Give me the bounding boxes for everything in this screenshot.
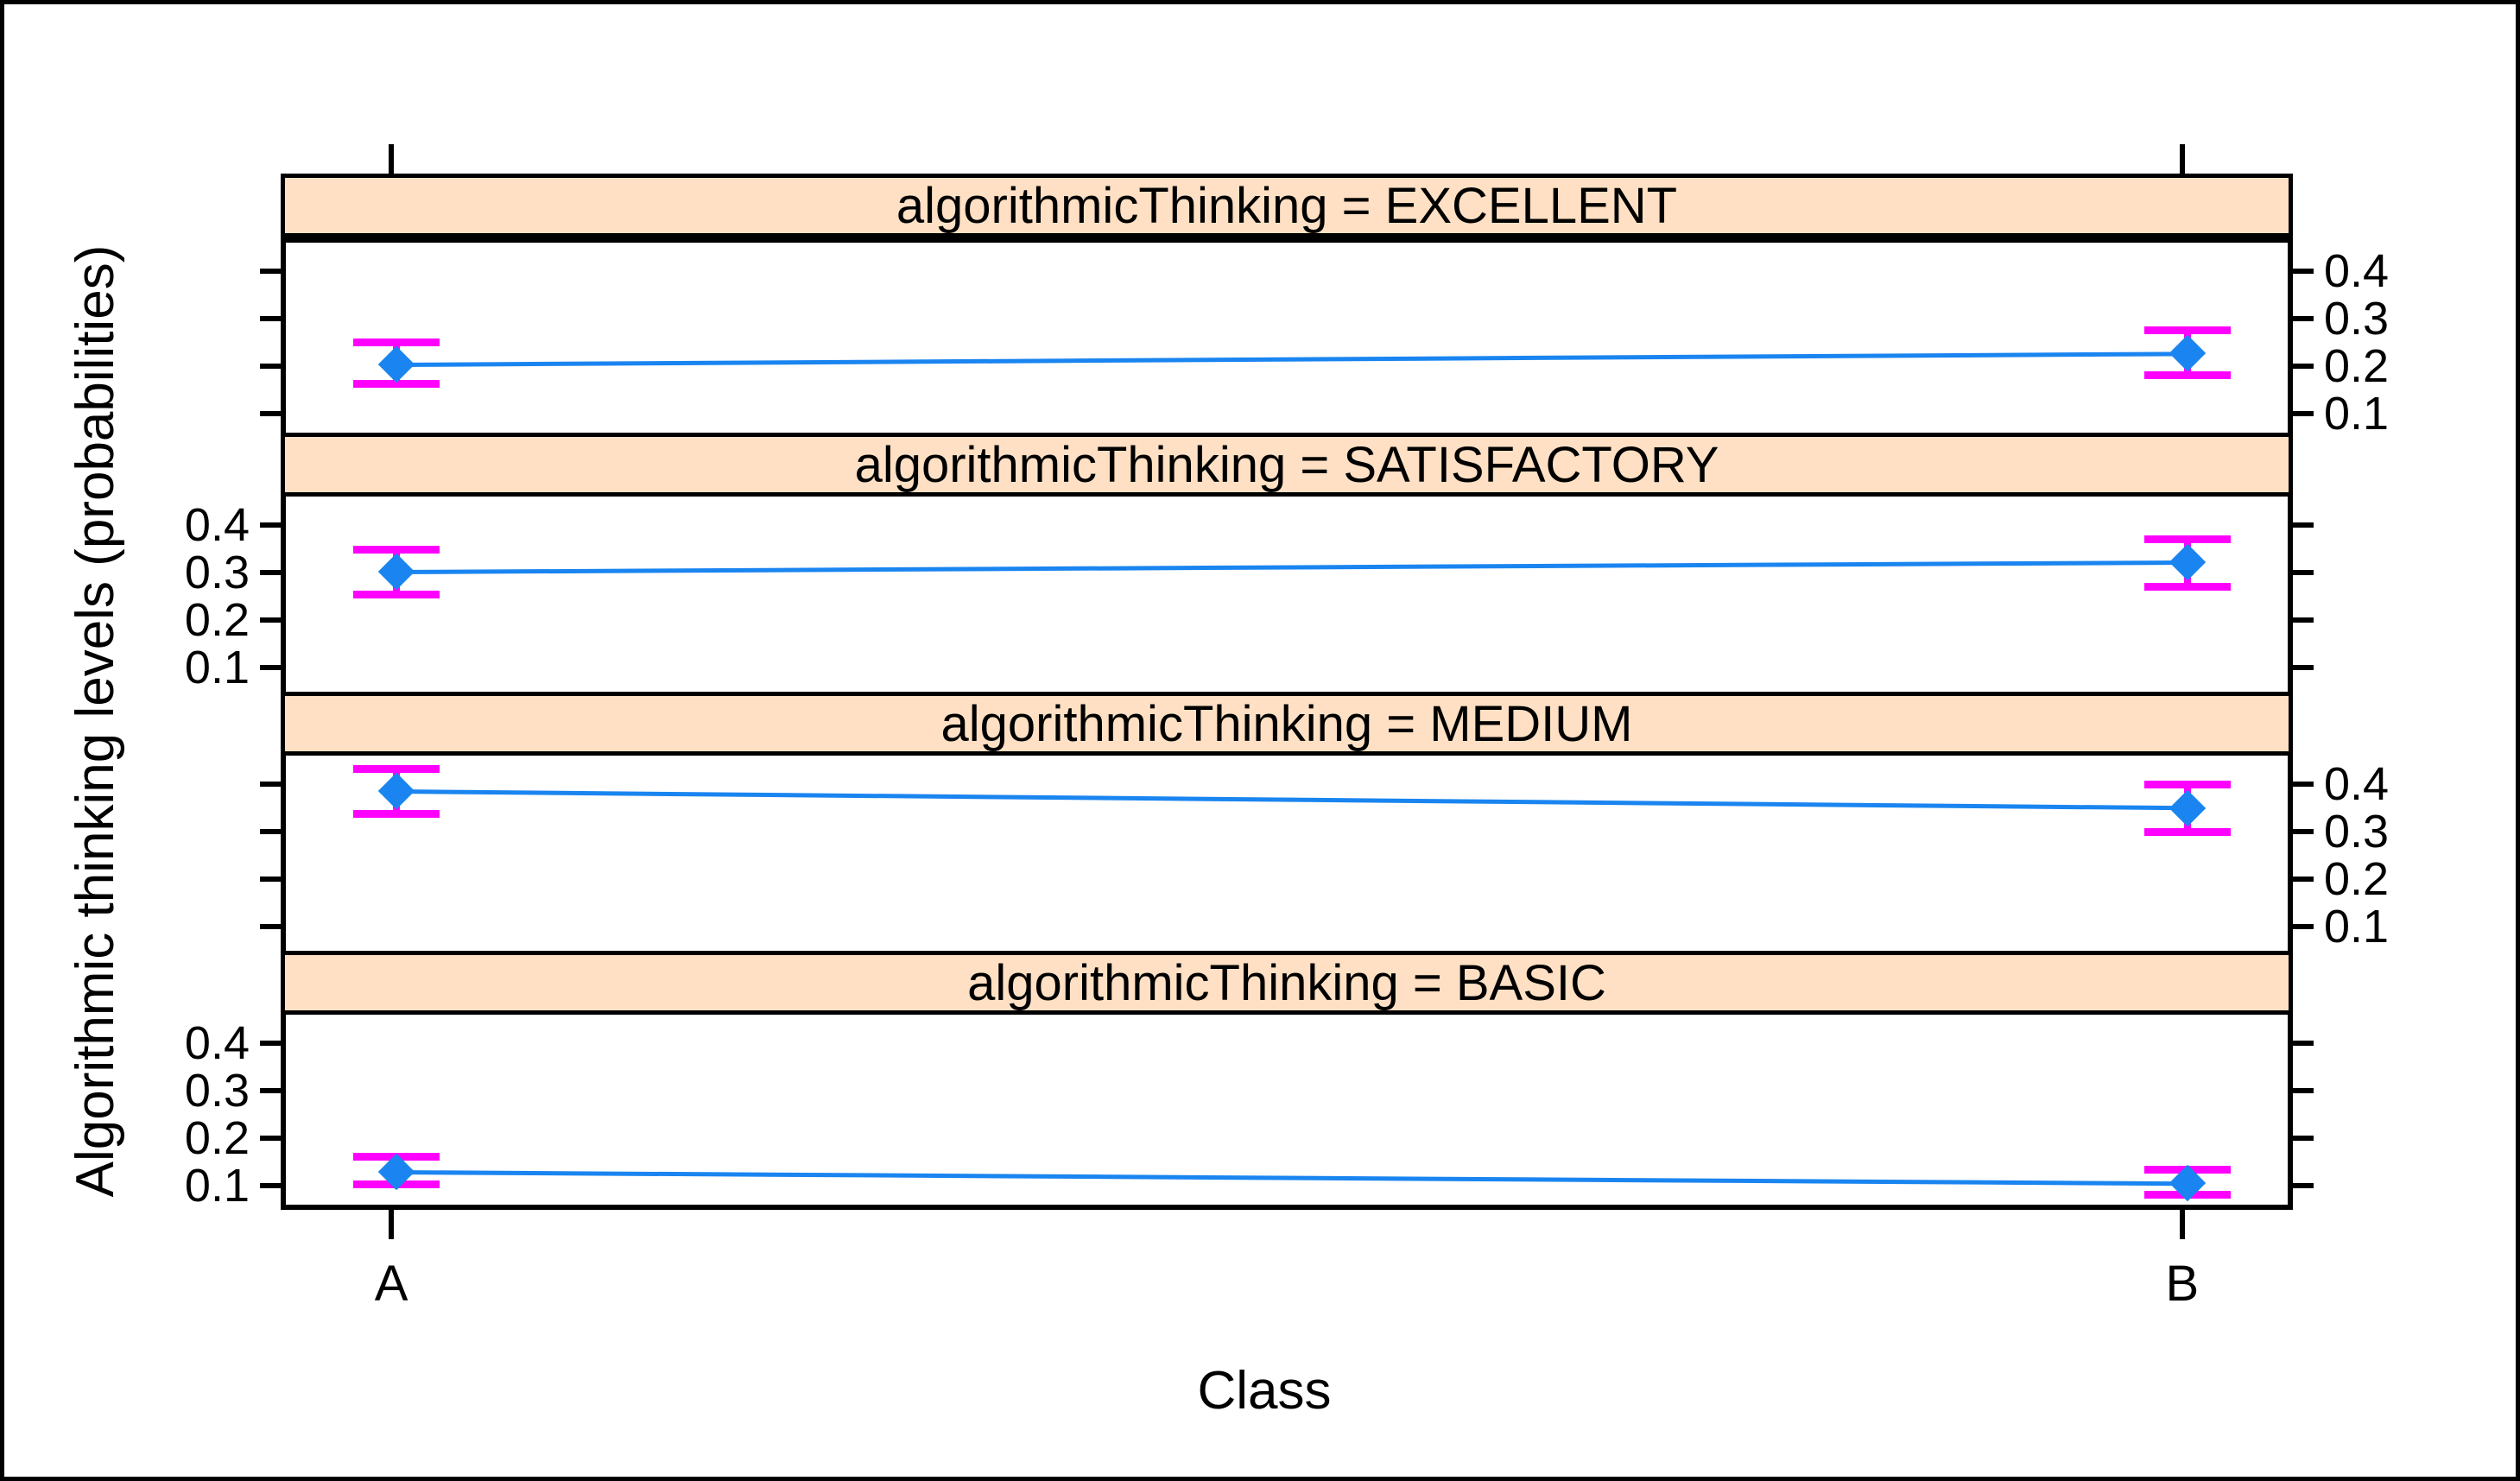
y-tick-right (2288, 522, 2314, 528)
x-axis-title: Class (1197, 1361, 1332, 1421)
x-tick-top-a (389, 144, 395, 174)
y-tick-left (260, 782, 286, 788)
panel-strip-label: algorithmicThinking = SATISFACTORY (854, 436, 1719, 493)
y-tick-label: 0.1 (184, 642, 250, 694)
panel-strip-basic: algorithmicThinking = BASIC (281, 951, 2293, 1015)
y-tick-left (260, 1183, 286, 1189)
error-bar-cap-lower (353, 810, 440, 819)
error-bar-cap-lower (353, 591, 440, 598)
panel-strip-label: algorithmicThinking = EXCELLENT (896, 177, 1678, 234)
error-bar-cap-lower (2143, 828, 2231, 837)
x-tick-top-b (2179, 144, 2185, 174)
error-bar-cap-upper (2143, 535, 2231, 543)
y-tick-left (260, 1136, 286, 1142)
data-point-b (2169, 543, 2207, 581)
y-tick-right (2288, 782, 2314, 788)
panel-strip-excellent: algorithmicThinking = EXCELLENT (281, 174, 2293, 237)
x-tick-label-b: B (2165, 1256, 2200, 1312)
y-tick-right (2288, 411, 2314, 417)
y-tick-right (2288, 364, 2314, 370)
series-line (396, 560, 2188, 575)
y-tick-right (2288, 570, 2314, 576)
y-tick-label: 0.3 (2324, 293, 2390, 345)
y-tick-right (2288, 1183, 2314, 1189)
x-tick-b (2179, 1210, 2185, 1239)
y-tick-label: 0.4 (184, 499, 250, 552)
panel-strip-label: algorithmicThinking = MEDIUM (940, 695, 1633, 752)
y-tick-right (2288, 269, 2314, 275)
series-line (396, 789, 2188, 811)
y-tick-left (260, 364, 286, 370)
y-tick-right (2288, 1041, 2314, 1047)
y-tick-left (260, 269, 286, 275)
y-tick-left (260, 924, 286, 930)
y-tick-right (2288, 829, 2314, 835)
y-tick-label: 0.4 (184, 1017, 250, 1070)
y-tick-label: 0.2 (184, 594, 250, 647)
data-point-b (2169, 334, 2207, 372)
error-bar-cap-lower (2143, 370, 2231, 379)
data-point-a (377, 345, 415, 383)
error-bar-cap-upper (2143, 781, 2231, 789)
y-tick-left (260, 617, 286, 623)
series-line (396, 1169, 2188, 1187)
panel-strip-medium: algorithmicThinking = MEDIUM (281, 692, 2293, 756)
panel-strip-satisfactory: algorithmicThinking = SATISFACTORY (281, 433, 2293, 497)
y-axis-title: Algorithmic thinking levels (probabiliti… (66, 244, 125, 1198)
y-tick-left (260, 1041, 286, 1047)
error-bar-cap-upper (353, 545, 440, 554)
y-tick-left (260, 1088, 286, 1094)
y-tick-left (260, 877, 286, 883)
y-tick-right (2288, 617, 2314, 623)
y-tick-label: 0.1 (184, 1160, 250, 1212)
series-line (396, 351, 2188, 367)
y-tick-right (2288, 316, 2314, 322)
error-bar-cap-upper (353, 765, 440, 774)
y-tick-right (2288, 665, 2314, 671)
y-tick-left (260, 316, 286, 322)
data-point-a (377, 553, 415, 591)
x-tick-label-a: A (374, 1256, 408, 1312)
data-point-a (377, 773, 415, 810)
y-tick-right (2288, 924, 2314, 930)
y-tick-label: 0.3 (184, 1065, 250, 1117)
y-tick-label: 0.4 (2324, 245, 2390, 298)
y-tick-label: 0.4 (2324, 758, 2390, 811)
y-tick-left (260, 522, 286, 528)
panel-strip-label: algorithmicThinking = BASIC (967, 954, 1606, 1011)
y-tick-right (2288, 1136, 2314, 1142)
x-tick-a (389, 1210, 395, 1239)
y-tick-left (260, 570, 286, 576)
error-bar-cap-upper (2143, 326, 2231, 334)
y-tick-right (2288, 1088, 2314, 1094)
error-bar-cap-upper (353, 338, 440, 346)
y-tick-label: 0.3 (2324, 806, 2390, 858)
error-bar-cap-lower (353, 379, 440, 388)
error-bar-cap-lower (2143, 582, 2231, 591)
y-tick-label: 0.2 (2324, 340, 2390, 393)
y-tick-left (260, 411, 286, 417)
y-tick-right (2288, 877, 2314, 883)
y-tick-label: 0.3 (184, 547, 250, 599)
y-tick-left (260, 829, 286, 835)
y-tick-label: 0.2 (184, 1112, 250, 1165)
y-tick-label: 0.1 (2324, 388, 2390, 440)
y-tick-label: 0.1 (2324, 901, 2390, 953)
y-tick-left (260, 665, 286, 671)
data-point-b (2169, 789, 2207, 826)
y-tick-label: 0.2 (2324, 853, 2390, 906)
